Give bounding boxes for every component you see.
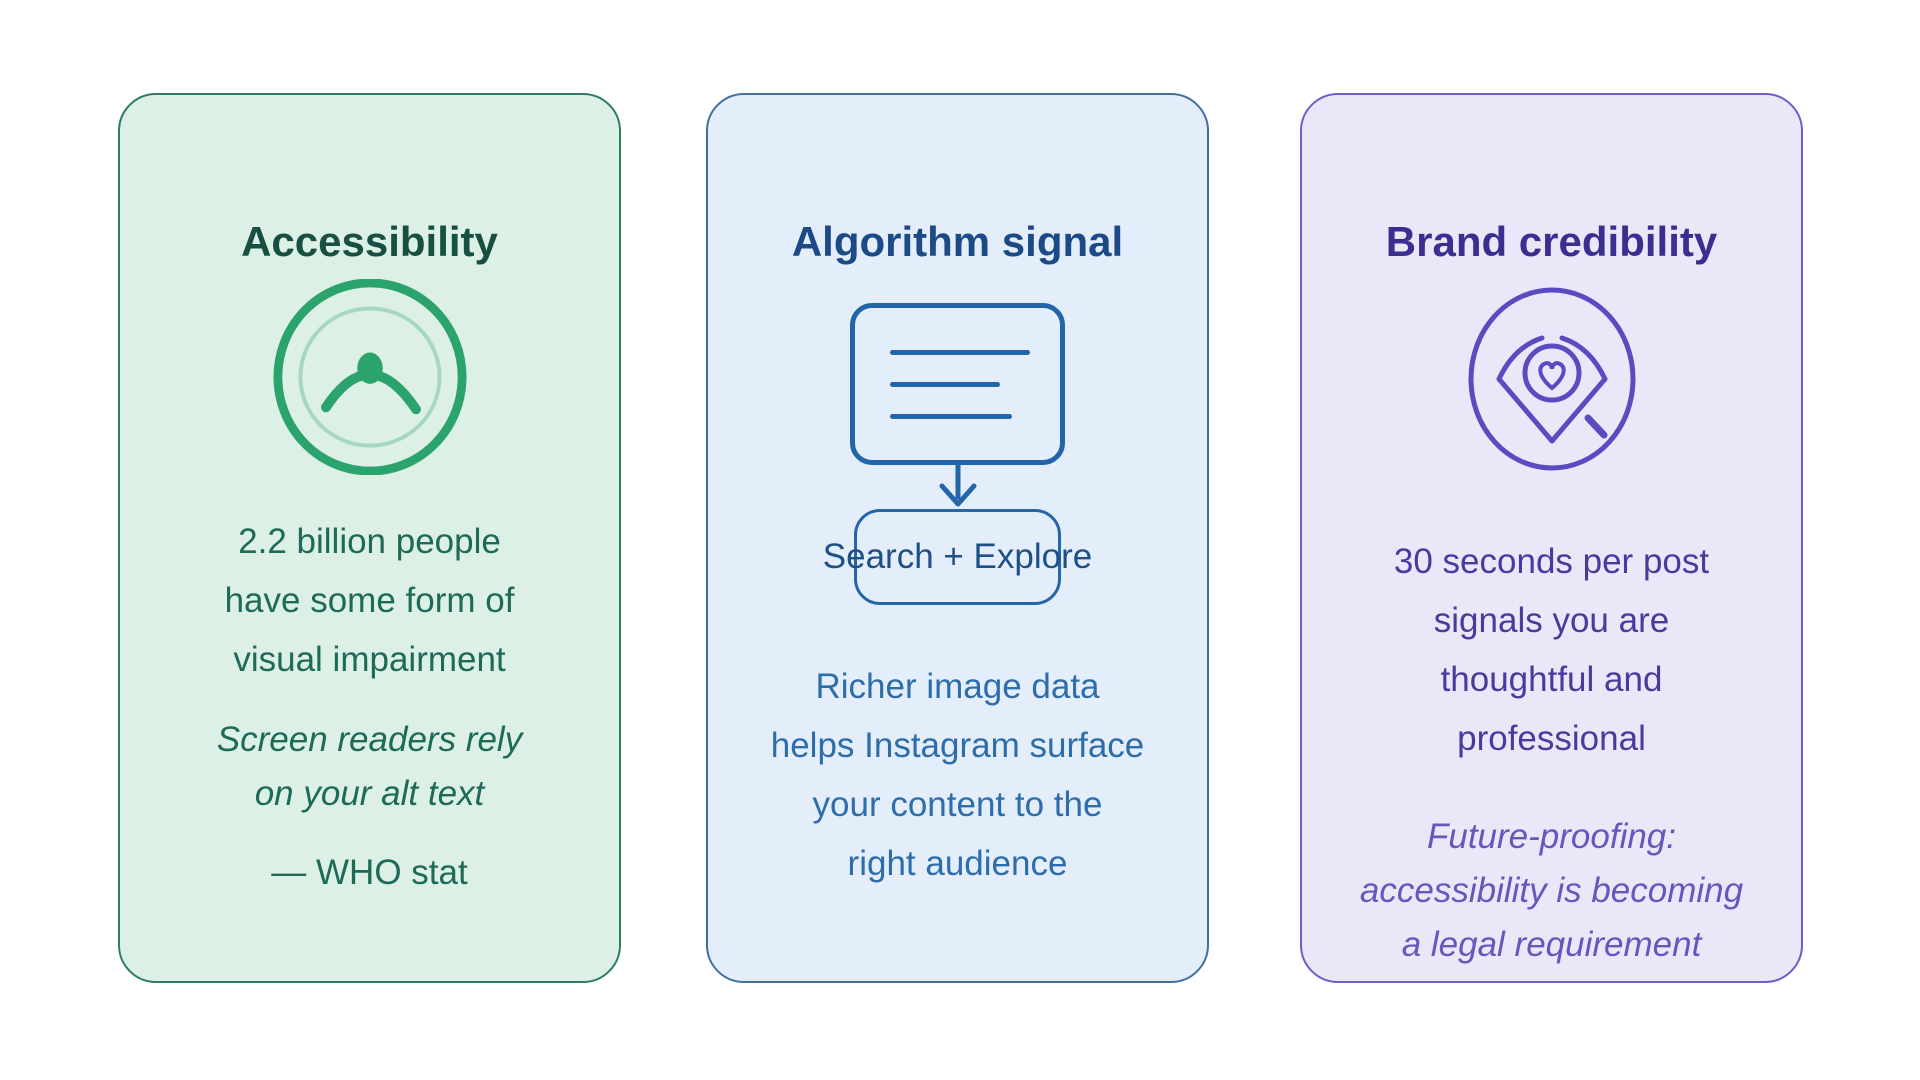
accessibility-person-icon bbox=[270, 278, 470, 480]
document-text-line bbox=[890, 349, 1030, 355]
card-title: Algorithm signal bbox=[791, 218, 1124, 265]
document-to-search-flow-icon: Search + Explore bbox=[823, 303, 1092, 605]
card-body: 2.2 billion people have some form of vis… bbox=[224, 522, 515, 679]
card-body: Richer image data helps Instagram surfac… bbox=[770, 667, 1145, 883]
down-arrow-icon bbox=[934, 461, 982, 510]
card-body: 30 seconds per post signals you are thou… bbox=[1393, 542, 1710, 758]
algorithm-signal-card: Algorithm signal Search + Explore Richer… bbox=[706, 93, 1209, 983]
document-text-line bbox=[890, 381, 1000, 387]
search-explore-label: Search + Explore bbox=[822, 537, 1093, 576]
card-title: Brand credibility bbox=[1385, 218, 1718, 265]
document-text-line bbox=[890, 413, 1012, 419]
brand-credibility-card: Brand credibility 30 seconds per post si… bbox=[1300, 93, 1803, 983]
gem-heart-magnifier-icon bbox=[1452, 281, 1652, 482]
card-title: Accessibility bbox=[241, 218, 498, 265]
card-note: Screen readers rely on your alt text bbox=[216, 720, 523, 813]
card-note: Future-proofing: accessibility is becomi… bbox=[1359, 817, 1744, 964]
search-explore-box: Search + Explore bbox=[823, 509, 1092, 605]
who-attribution: — WHO stat bbox=[271, 853, 468, 892]
accessibility-card: Accessibility 2.2 billion people have so… bbox=[118, 93, 621, 983]
document-icon bbox=[850, 303, 1065, 465]
